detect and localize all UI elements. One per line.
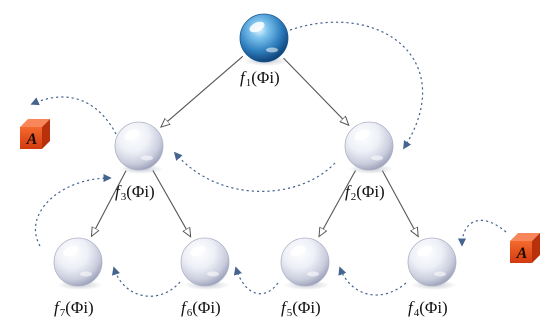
node-f1 <box>239 13 289 66</box>
label-index: 3 <box>121 191 127 203</box>
nodes <box>53 13 457 290</box>
label-func: f <box>240 68 247 87</box>
dashed-arrow-cube-right-f4 <box>457 219 507 247</box>
node-f1-highlight <box>249 21 265 33</box>
node-f7-highlight <box>63 245 79 257</box>
node-f4-highlight <box>417 245 433 257</box>
label-index: 1 <box>246 77 252 89</box>
tree-edge-f2-f5 <box>319 170 356 237</box>
node-f2-reflection <box>371 155 383 161</box>
cube-left-side-face <box>42 119 50 149</box>
label-arg: (Φi) <box>251 68 279 87</box>
cube-left: A <box>20 119 50 149</box>
label-arg: (Φi) <box>65 298 93 317</box>
label-func: f <box>408 298 415 317</box>
cubes: AA <box>20 119 540 263</box>
node-f7-reflection <box>80 271 92 277</box>
cube-right-letter: A <box>516 245 528 262</box>
node-label-f2: f2(Φi) <box>345 182 385 203</box>
dashed-arrow-f5-f6 <box>233 266 279 295</box>
dashed-flow-arrows <box>30 21 507 297</box>
node-label-f1: f1(Φi) <box>240 68 280 89</box>
label-index: 6 <box>187 307 193 319</box>
cube-left-top-face <box>20 119 50 127</box>
label-arg: (Φi) <box>292 298 320 317</box>
node-f4-sphere <box>407 237 457 287</box>
label-func: f <box>115 182 122 201</box>
node-f7 <box>53 237 103 290</box>
label-index: 2 <box>351 191 357 203</box>
dashed-arrow-f3-cube-left <box>30 96 117 135</box>
tree-edge-f3-f7 <box>91 170 127 237</box>
cube-right-side-face <box>532 233 540 263</box>
node-f3-reflection <box>141 155 153 161</box>
node-label-f3: f3(Φi) <box>115 182 155 203</box>
node-f2-sphere <box>344 121 394 171</box>
node-f6-sphere <box>180 237 230 287</box>
dashed-arrow-f7-f3 <box>34 173 112 247</box>
label-func: f <box>345 182 352 201</box>
node-f3-highlight <box>124 129 140 141</box>
node-f5-sphere <box>280 237 330 287</box>
node-f2-highlight <box>354 129 370 141</box>
label-index: 7 <box>60 307 66 319</box>
node-f6-reflection <box>207 271 219 277</box>
dashed-arrow-f4-f5 <box>338 266 407 296</box>
cube-right: A <box>510 233 540 263</box>
node-f6-highlight <box>190 245 206 257</box>
label-arg: (Φi) <box>419 298 447 317</box>
node-label-f4: f4(Φi) <box>408 298 448 319</box>
node-f1-reflection <box>266 47 278 53</box>
label-arg: (Φi) <box>126 182 154 201</box>
label-arg: (Φi) <box>192 298 220 317</box>
node-f3 <box>114 121 164 174</box>
tree-edge-f2-f4 <box>381 170 418 237</box>
node-labels: f1(Φi)f2(Φi)f3(Φi)f4(Φi)f5(Φi)f6(Φi)f7(Φ… <box>54 68 448 319</box>
cube-left-front-face <box>20 127 42 149</box>
node-f2 <box>344 121 394 174</box>
node-label-f5: f5(Φi) <box>281 298 321 319</box>
cube-right-front-face <box>510 241 532 263</box>
cube-right-top-face <box>510 233 540 241</box>
label-func: f <box>54 298 61 317</box>
tree-edges <box>91 55 418 237</box>
cube-left-letter: A <box>26 131 38 148</box>
node-f6 <box>180 237 230 290</box>
node-label-f7: f7(Φi) <box>54 298 94 319</box>
node-f3-sphere <box>114 121 164 171</box>
node-f5-highlight <box>290 245 306 257</box>
label-arg: (Φi) <box>356 182 384 201</box>
label-func: f <box>281 298 288 317</box>
dashed-arrow-f3-f2 <box>173 151 336 192</box>
label-index: 5 <box>287 307 293 319</box>
node-f4-reflection <box>434 271 446 277</box>
node-f4 <box>407 237 457 290</box>
dashed-arrow-f6-f7 <box>112 266 181 297</box>
tree-edge-f1-f2 <box>283 57 349 125</box>
label-index: 4 <box>414 307 420 319</box>
node-f5-reflection <box>307 271 319 277</box>
tree-edge-f1-f3 <box>161 55 244 127</box>
tree-edge-f3-f6 <box>152 170 191 236</box>
node-f1-sphere <box>239 13 289 63</box>
label-func: f <box>181 298 188 317</box>
node-f5 <box>280 237 330 290</box>
node-f7-sphere <box>53 237 103 287</box>
node-label-f6: f6(Φi) <box>181 298 221 319</box>
